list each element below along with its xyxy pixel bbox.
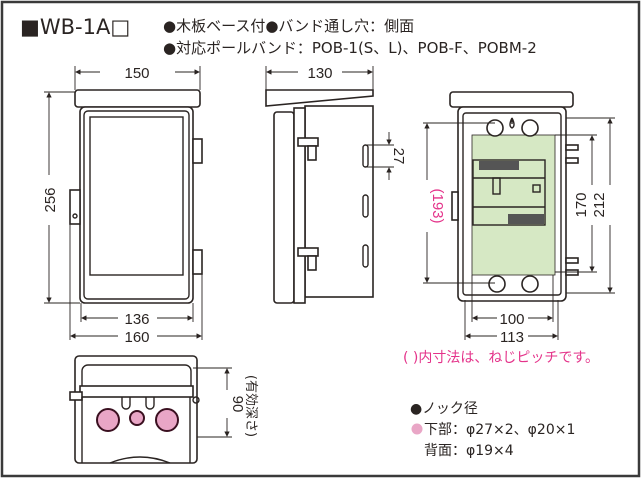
side-dimensions: 130 27: [265, 65, 407, 180]
bottom-dimensions: 90 (有効深さ): [193, 367, 258, 438]
dim-150: 150: [124, 65, 149, 82]
effective-depth-label: (有効深さ): [243, 375, 258, 437]
dim-256: 256: [42, 187, 59, 212]
knockout-27-right: [155, 408, 179, 432]
dim-136: 136: [124, 311, 149, 328]
dim-100: 100: [499, 311, 524, 328]
internal-view: [449, 91, 579, 302]
dim-170: 170: [573, 192, 590, 217]
front-dimensions: 150 256 136 160: [42, 65, 202, 346]
dim-160: 160: [124, 329, 149, 346]
product-title: ■WB-1A□: [20, 15, 130, 39]
side-view: [265, 89, 374, 304]
bottom-view: [69, 355, 200, 464]
internal-dimensions: (193) 170 212 100 113: [423, 117, 615, 346]
knockout-27-left: [96, 408, 120, 432]
dim-90: 90: [229, 396, 246, 413]
feature-line-2: ●対応ポールバンド：POB-1(S、L)、POB-F、POBM-2: [163, 39, 537, 57]
knockout-20: [129, 410, 145, 426]
dim-130: 130: [307, 65, 332, 82]
feature-line-1: ●木板ベース付●バンド通し穴：側面: [163, 17, 414, 35]
front-view: [69, 89, 203, 340]
knockout-bottom: 下部：φ27×2、φ20×1: [424, 422, 575, 438]
knockout-back: 背面：φ19×4: [424, 443, 514, 459]
dim-113: 113: [500, 329, 524, 346]
knockout-title: ●ノック径: [410, 401, 478, 417]
dim-193-pitch: (193): [429, 188, 446, 223]
dim-27: 27: [390, 148, 407, 165]
pitch-note: ( )内寸法は、ねじピッチです。: [403, 350, 599, 366]
pink-bullet-icon: [411, 423, 423, 435]
mounting-plate: [471, 134, 556, 276]
dim-212: 212: [591, 192, 608, 217]
